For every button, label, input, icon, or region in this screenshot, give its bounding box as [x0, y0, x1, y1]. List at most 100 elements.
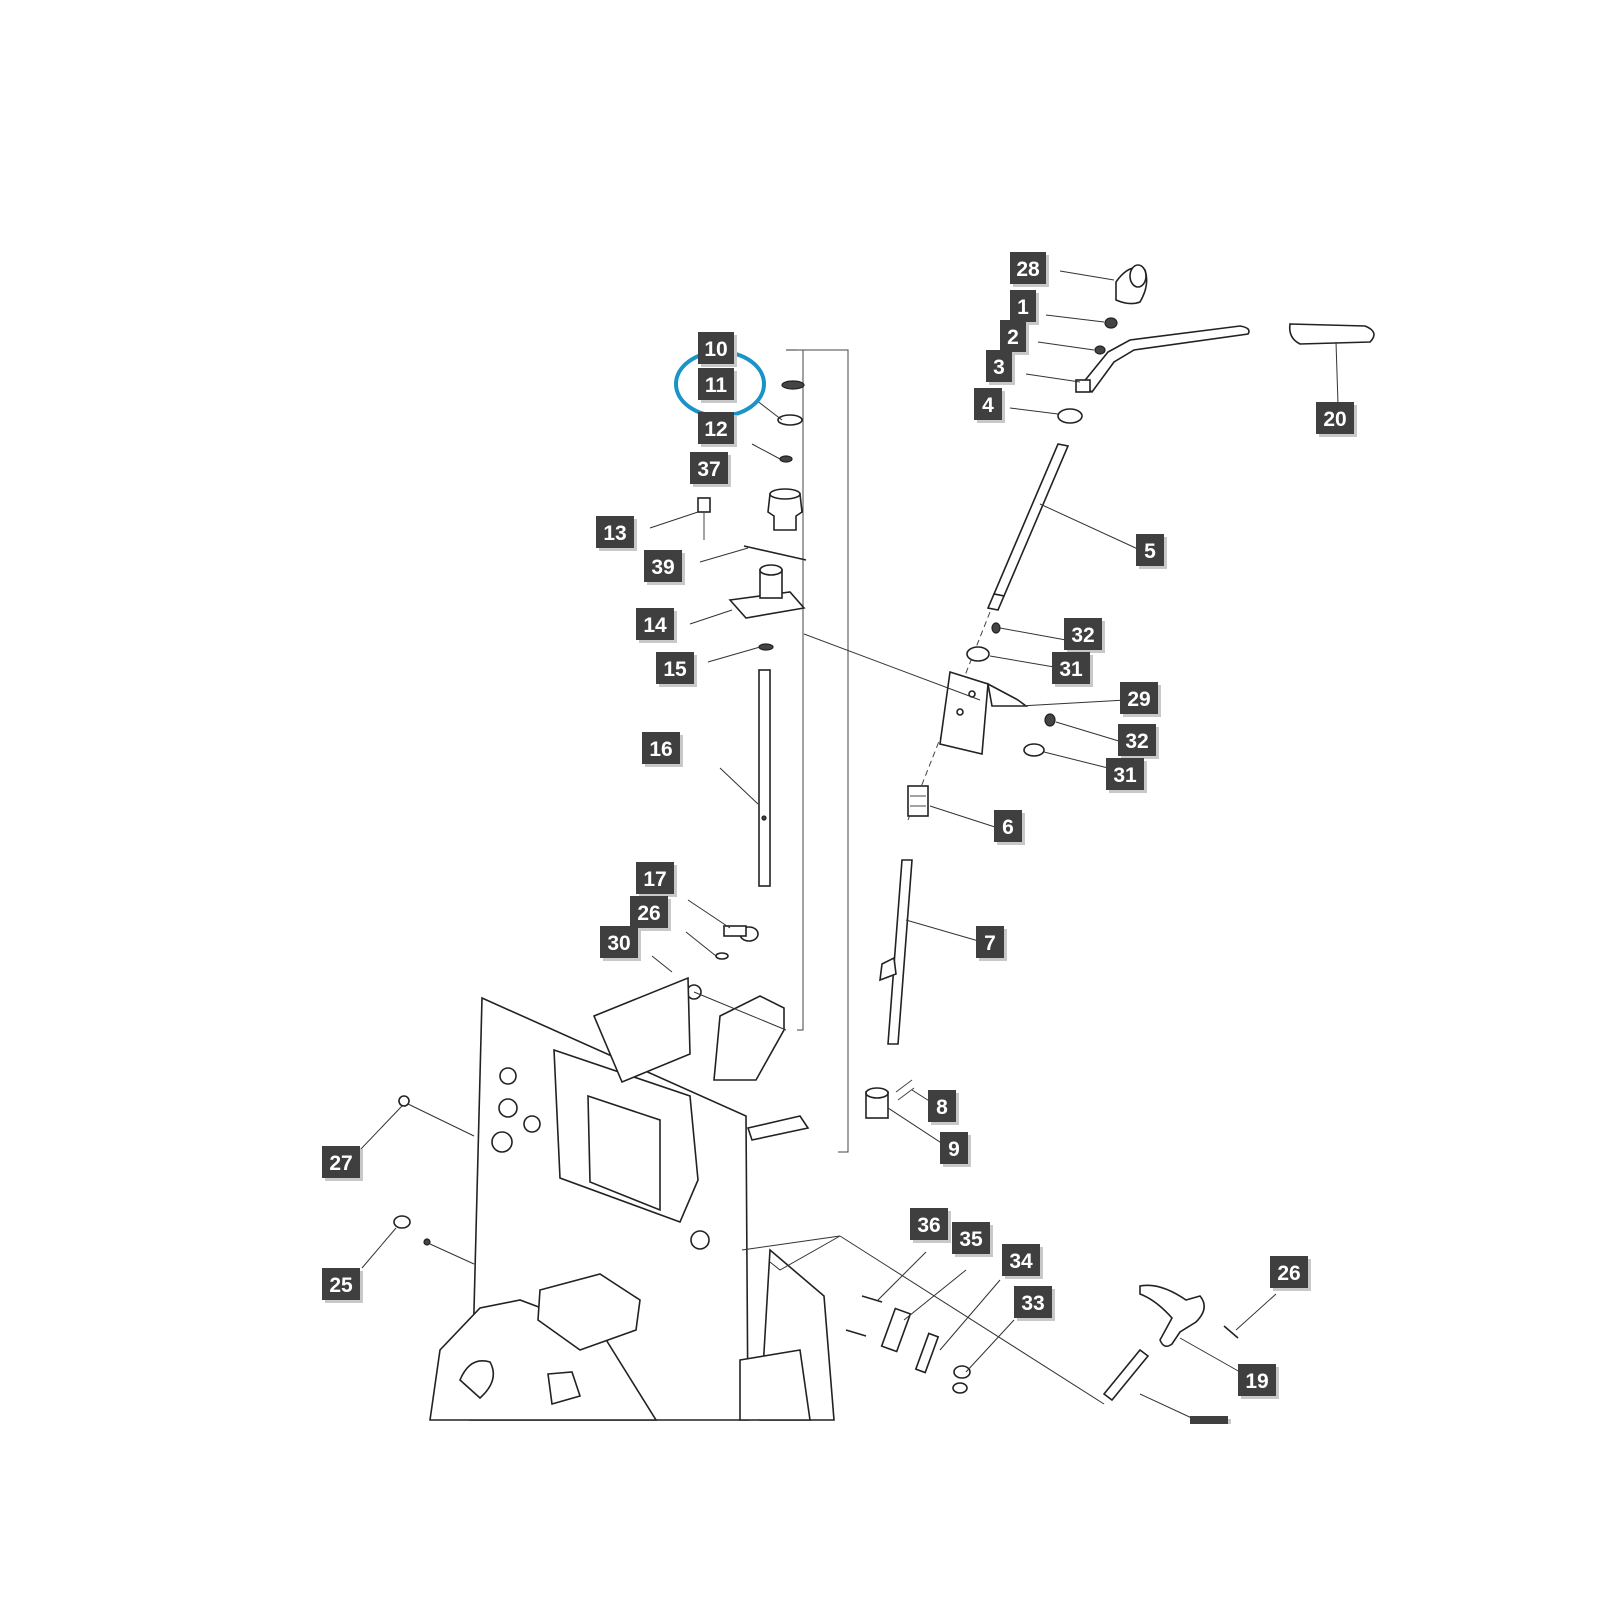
callout-1[interactable]: 1	[1010, 290, 1039, 325]
svg-text:26: 26	[1277, 1262, 1300, 1285]
callout-2[interactable]: 2	[1000, 320, 1029, 355]
callout-32-upper[interactable]: 32	[1064, 618, 1105, 653]
svg-text:28: 28	[1016, 258, 1040, 281]
part-17-clamp	[723, 925, 759, 942]
callout-15[interactable]: 15	[656, 652, 697, 687]
svg-text:5: 5	[1144, 540, 1156, 563]
callout-32-lower[interactable]: 32	[1118, 724, 1159, 759]
svg-text:14: 14	[643, 614, 667, 637]
callout-29[interactable]: 29	[1120, 682, 1161, 717]
svg-text:3: 3	[993, 356, 1005, 379]
svg-text:19: 19	[1245, 1370, 1268, 1393]
callout-19[interactable]: 19	[1238, 1364, 1279, 1399]
part-4-bushing	[1057, 408, 1083, 424]
svg-text:1: 1	[1017, 296, 1029, 319]
svg-text:36: 36	[917, 1214, 940, 1237]
callout-7[interactable]: 7	[976, 926, 1007, 961]
svg-text:33: 33	[1021, 1292, 1044, 1315]
callout-34[interactable]: 34	[1002, 1244, 1043, 1279]
part-11-washer	[777, 414, 803, 426]
callout-20[interactable]: 20	[1316, 402, 1357, 437]
callout-31-upper[interactable]: 31	[1052, 652, 1093, 687]
callout-10[interactable]: 10	[698, 332, 737, 367]
callout-4[interactable]: 4	[974, 388, 1005, 423]
svg-text:29: 29	[1127, 688, 1150, 711]
part-34-link	[914, 1332, 940, 1374]
part-main-frame	[429, 976, 835, 1421]
callout-13[interactable]: 13	[596, 516, 637, 551]
callout-12[interactable]: 12	[698, 412, 737, 447]
svg-text:27: 27	[329, 1152, 352, 1175]
bottom-crop	[0, 1424, 1600, 1600]
leader-lines	[359, 270, 1339, 1421]
callout-17[interactable]: 17	[636, 862, 677, 897]
part-16-rod	[758, 669, 771, 887]
svg-text:6: 6	[1002, 816, 1014, 839]
callout-labels: 28 1 2 3 4 20 5 10 11 12 37 13 39 14 15 …	[322, 252, 1357, 1451]
callout-8[interactable]: 8	[928, 1090, 959, 1125]
svg-text:37: 37	[697, 458, 720, 481]
callout-6[interactable]: 6	[994, 810, 1025, 845]
svg-text:32: 32	[1125, 730, 1148, 753]
part-29-bracket	[939, 670, 1029, 755]
callout-5[interactable]: 5	[1136, 534, 1167, 569]
part-33-nut-2	[952, 1382, 968, 1394]
callout-16[interactable]: 16	[642, 732, 683, 767]
part-32-lower-bolt	[1044, 713, 1056, 727]
svg-text:30: 30	[607, 932, 630, 955]
svg-text:13: 13	[603, 522, 626, 545]
svg-text:26: 26	[637, 902, 660, 925]
part-5-shaft	[986, 443, 1070, 611]
svg-text:39: 39	[651, 556, 674, 579]
part-12-ring	[779, 455, 793, 463]
svg-text:15: 15	[663, 658, 687, 681]
part-1-nut	[1104, 317, 1118, 329]
callout-28[interactable]: 28	[1010, 252, 1049, 287]
svg-text:11: 11	[705, 374, 728, 397]
svg-text:34: 34	[1009, 1250, 1033, 1273]
part-33-nuts	[953, 1365, 971, 1379]
part-20-handle-grip	[1288, 323, 1375, 345]
part-8-pins	[895, 1079, 915, 1101]
part-39-pin	[743, 545, 807, 561]
callout-30[interactable]: 30	[600, 926, 641, 961]
callout-14[interactable]: 14	[636, 608, 677, 643]
callout-26-upper[interactable]: 26	[630, 896, 671, 931]
callout-35[interactable]: 35	[952, 1222, 993, 1257]
part-13-bolt	[697, 497, 711, 540]
callout-37[interactable]: 37	[690, 452, 731, 487]
part-2-washer	[1094, 345, 1106, 355]
callout-26-lower[interactable]: 26	[1270, 1256, 1311, 1291]
svg-text:32: 32	[1071, 624, 1094, 647]
svg-text:8: 8	[936, 1096, 948, 1119]
svg-text:9: 9	[948, 1138, 960, 1161]
svg-text:35: 35	[959, 1228, 983, 1251]
svg-text:10: 10	[704, 338, 727, 361]
callout-3[interactable]: 3	[986, 350, 1015, 385]
assembly-outline-line	[797, 349, 849, 1153]
callout-9[interactable]: 9	[940, 1132, 971, 1167]
part-31-upper-washer	[966, 646, 990, 662]
callout-31-lower[interactable]: 31	[1106, 758, 1147, 793]
svg-text:12: 12	[704, 418, 727, 441]
part-36-screws	[845, 1295, 883, 1337]
part-14-base-plate	[728, 564, 806, 619]
svg-text:31: 31	[1113, 764, 1137, 787]
part-25-bolt	[393, 1215, 431, 1246]
part-6-coupling	[907, 785, 929, 817]
callout-27[interactable]: 27	[322, 1146, 363, 1181]
callout-33[interactable]: 33	[1014, 1286, 1055, 1321]
svg-text:17: 17	[643, 868, 666, 891]
callout-36[interactable]: 36	[910, 1208, 951, 1243]
callout-25[interactable]: 25	[322, 1268, 363, 1303]
callout-11[interactable]: 11	[698, 368, 737, 403]
part-9-collar	[865, 1087, 889, 1119]
part-18-rod	[1102, 1348, 1150, 1402]
svg-text:7: 7	[984, 932, 996, 955]
part-31-lower-washer	[1023, 743, 1045, 757]
part-32-upper-bolt	[991, 622, 1001, 634]
part-7-shaft	[879, 859, 913, 1045]
svg-text:2: 2	[1007, 326, 1019, 349]
callout-39[interactable]: 39	[644, 550, 685, 585]
